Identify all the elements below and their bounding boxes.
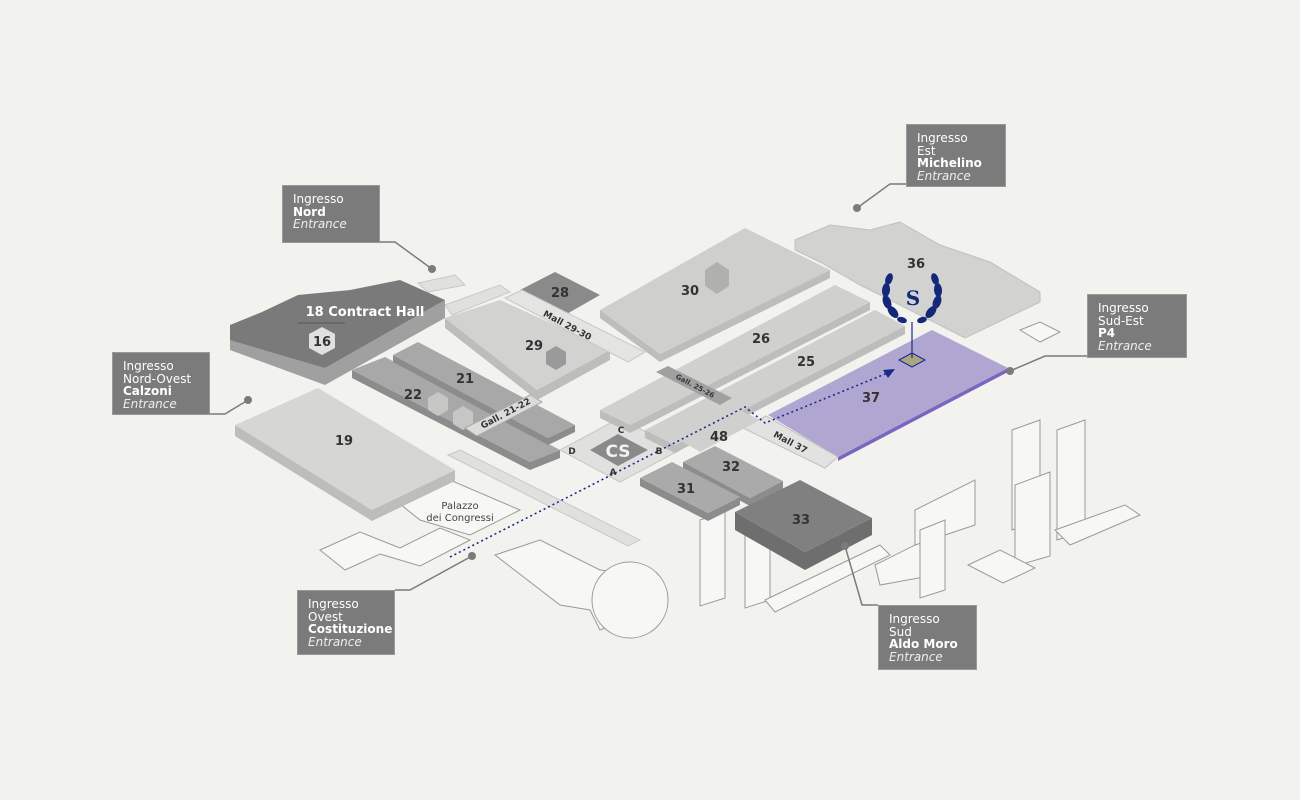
- entrance-dot: [468, 552, 476, 560]
- gall-21-22: [464, 394, 544, 437]
- gate-c-label: C: [618, 426, 625, 436]
- callout-line: Sud-Est: [1098, 313, 1144, 328]
- hall-19[interactable]: [235, 388, 455, 521]
- hall-37-highlighted[interactable]: [768, 330, 1008, 461]
- hall-label-48: 48: [710, 430, 728, 445]
- laurel-right-icon: [917, 273, 943, 324]
- hall-25[interactable]: [645, 310, 905, 453]
- callout-entrance: Entrance: [917, 168, 971, 183]
- destination-marker[interactable]: [897, 352, 927, 368]
- hall-label-29: 29: [525, 339, 543, 354]
- laurel-left-icon: [881, 273, 907, 324]
- callout-entrance: Entrance: [889, 649, 943, 664]
- callout-line: Ingresso: [917, 131, 968, 145]
- callout-place: P4: [1098, 326, 1116, 340]
- gate-d-label: D: [568, 447, 575, 457]
- hall-label-22: 22: [404, 388, 422, 403]
- hall-33[interactable]: [735, 480, 872, 570]
- hall-label-31: 31: [677, 482, 695, 497]
- hall-26[interactable]: [600, 285, 870, 433]
- route-arrow-icon: [883, 369, 895, 378]
- gall-25-26: [656, 366, 732, 405]
- entrance-dot: [841, 542, 849, 550]
- callout-ingresso-nord-ovest[interactable]: Ingresso Nord-Ovest Calzoni Entrance: [112, 352, 210, 415]
- laurel-logo-icon: S: [881, 273, 943, 324]
- callout-place: Michelino: [917, 156, 982, 170]
- callout-line: Ingresso: [293, 192, 344, 206]
- callout-place: Nord: [293, 204, 326, 219]
- gate-b-label: B: [656, 447, 663, 457]
- callout-entrance: Entrance: [293, 217, 347, 231]
- gate-a-label: A: [610, 468, 617, 478]
- hall-label-37: 37: [862, 391, 880, 406]
- walkway: [444, 284, 512, 316]
- callout-line: Ingresso: [308, 597, 359, 611]
- callout-place: Calzoni: [123, 384, 172, 398]
- hall-label-18: 18 Contract Hall: [306, 305, 425, 320]
- hall-label-28: 28: [551, 286, 569, 301]
- palazzo-label-1: Palazzo: [441, 501, 478, 512]
- callout-entrance: Entrance: [123, 396, 177, 411]
- hall-28[interactable]: [520, 272, 600, 315]
- callout-entrance: Entrance: [308, 634, 362, 649]
- hall-label-16: 16: [313, 335, 331, 350]
- route-path: [449, 371, 891, 558]
- walkway: [446, 449, 642, 547]
- entrance-dot: [244, 396, 252, 404]
- callout-line: Ingresso: [1098, 301, 1149, 315]
- hall-18-contract-hall[interactable]: [230, 280, 445, 385]
- palazzo-label-2: dei Congressi: [426, 513, 494, 524]
- cs-building[interactable]: [590, 434, 648, 466]
- callout-ingresso-est[interactable]: Ingresso Est Michelino Entrance: [906, 124, 1006, 187]
- callout-line: Nord-Ovest: [123, 371, 192, 386]
- callout-line: Est: [917, 143, 936, 158]
- mall-29-30: [503, 289, 647, 363]
- hall-22[interactable]: [352, 357, 560, 470]
- hall-30[interactable]: [600, 228, 830, 362]
- hall-label-25: 25: [797, 355, 815, 370]
- hall-label-19: 19: [335, 434, 353, 449]
- hall-31[interactable]: [640, 462, 740, 521]
- callout-ingresso-nord[interactable]: Ingresso Nord Entrance: [282, 185, 380, 243]
- hall-label-32: 32: [722, 460, 740, 475]
- entrance-dot: [1006, 367, 1014, 375]
- logo-letter: S: [906, 286, 920, 310]
- hall-32[interactable]: [683, 446, 783, 506]
- hall-label-30: 30: [681, 284, 699, 299]
- callout-line: Sud: [889, 624, 912, 639]
- callout-entrance: Entrance: [1098, 338, 1152, 353]
- hall-29[interactable]: [445, 300, 610, 400]
- callout-ingresso-sud[interactable]: Ingresso Sud Aldo Moro Entrance: [878, 605, 977, 670]
- callout-ingresso-sud-est[interactable]: Ingresso Sud-Est P4 Entrance: [1087, 294, 1187, 358]
- entrance-dot: [853, 204, 861, 212]
- cs-label: CS: [605, 442, 630, 462]
- entrance-dot: [428, 265, 436, 273]
- callout-place: Aldo Moro: [889, 637, 958, 651]
- hall-label-36: 36: [907, 257, 925, 272]
- hall-label-33: 33: [792, 513, 810, 528]
- callout-connectors: [210, 183, 1087, 606]
- hall-36[interactable]: [794, 221, 1041, 339]
- callout-line: Ingresso: [123, 359, 174, 373]
- walkway: [416, 274, 467, 293]
- callout-line: Ovest: [308, 609, 343, 624]
- hall-label-26: 26: [752, 332, 770, 347]
- callout-place: Costituzione: [308, 622, 393, 636]
- callout-ingresso-ovest[interactable]: Ingresso Ovest Costituzione Entrance: [297, 590, 395, 655]
- hall-48[interactable]: [680, 410, 760, 452]
- hall-21[interactable]: [393, 342, 575, 445]
- callout-line: Ingresso: [889, 612, 940, 626]
- hall-label-21: 21: [456, 372, 474, 387]
